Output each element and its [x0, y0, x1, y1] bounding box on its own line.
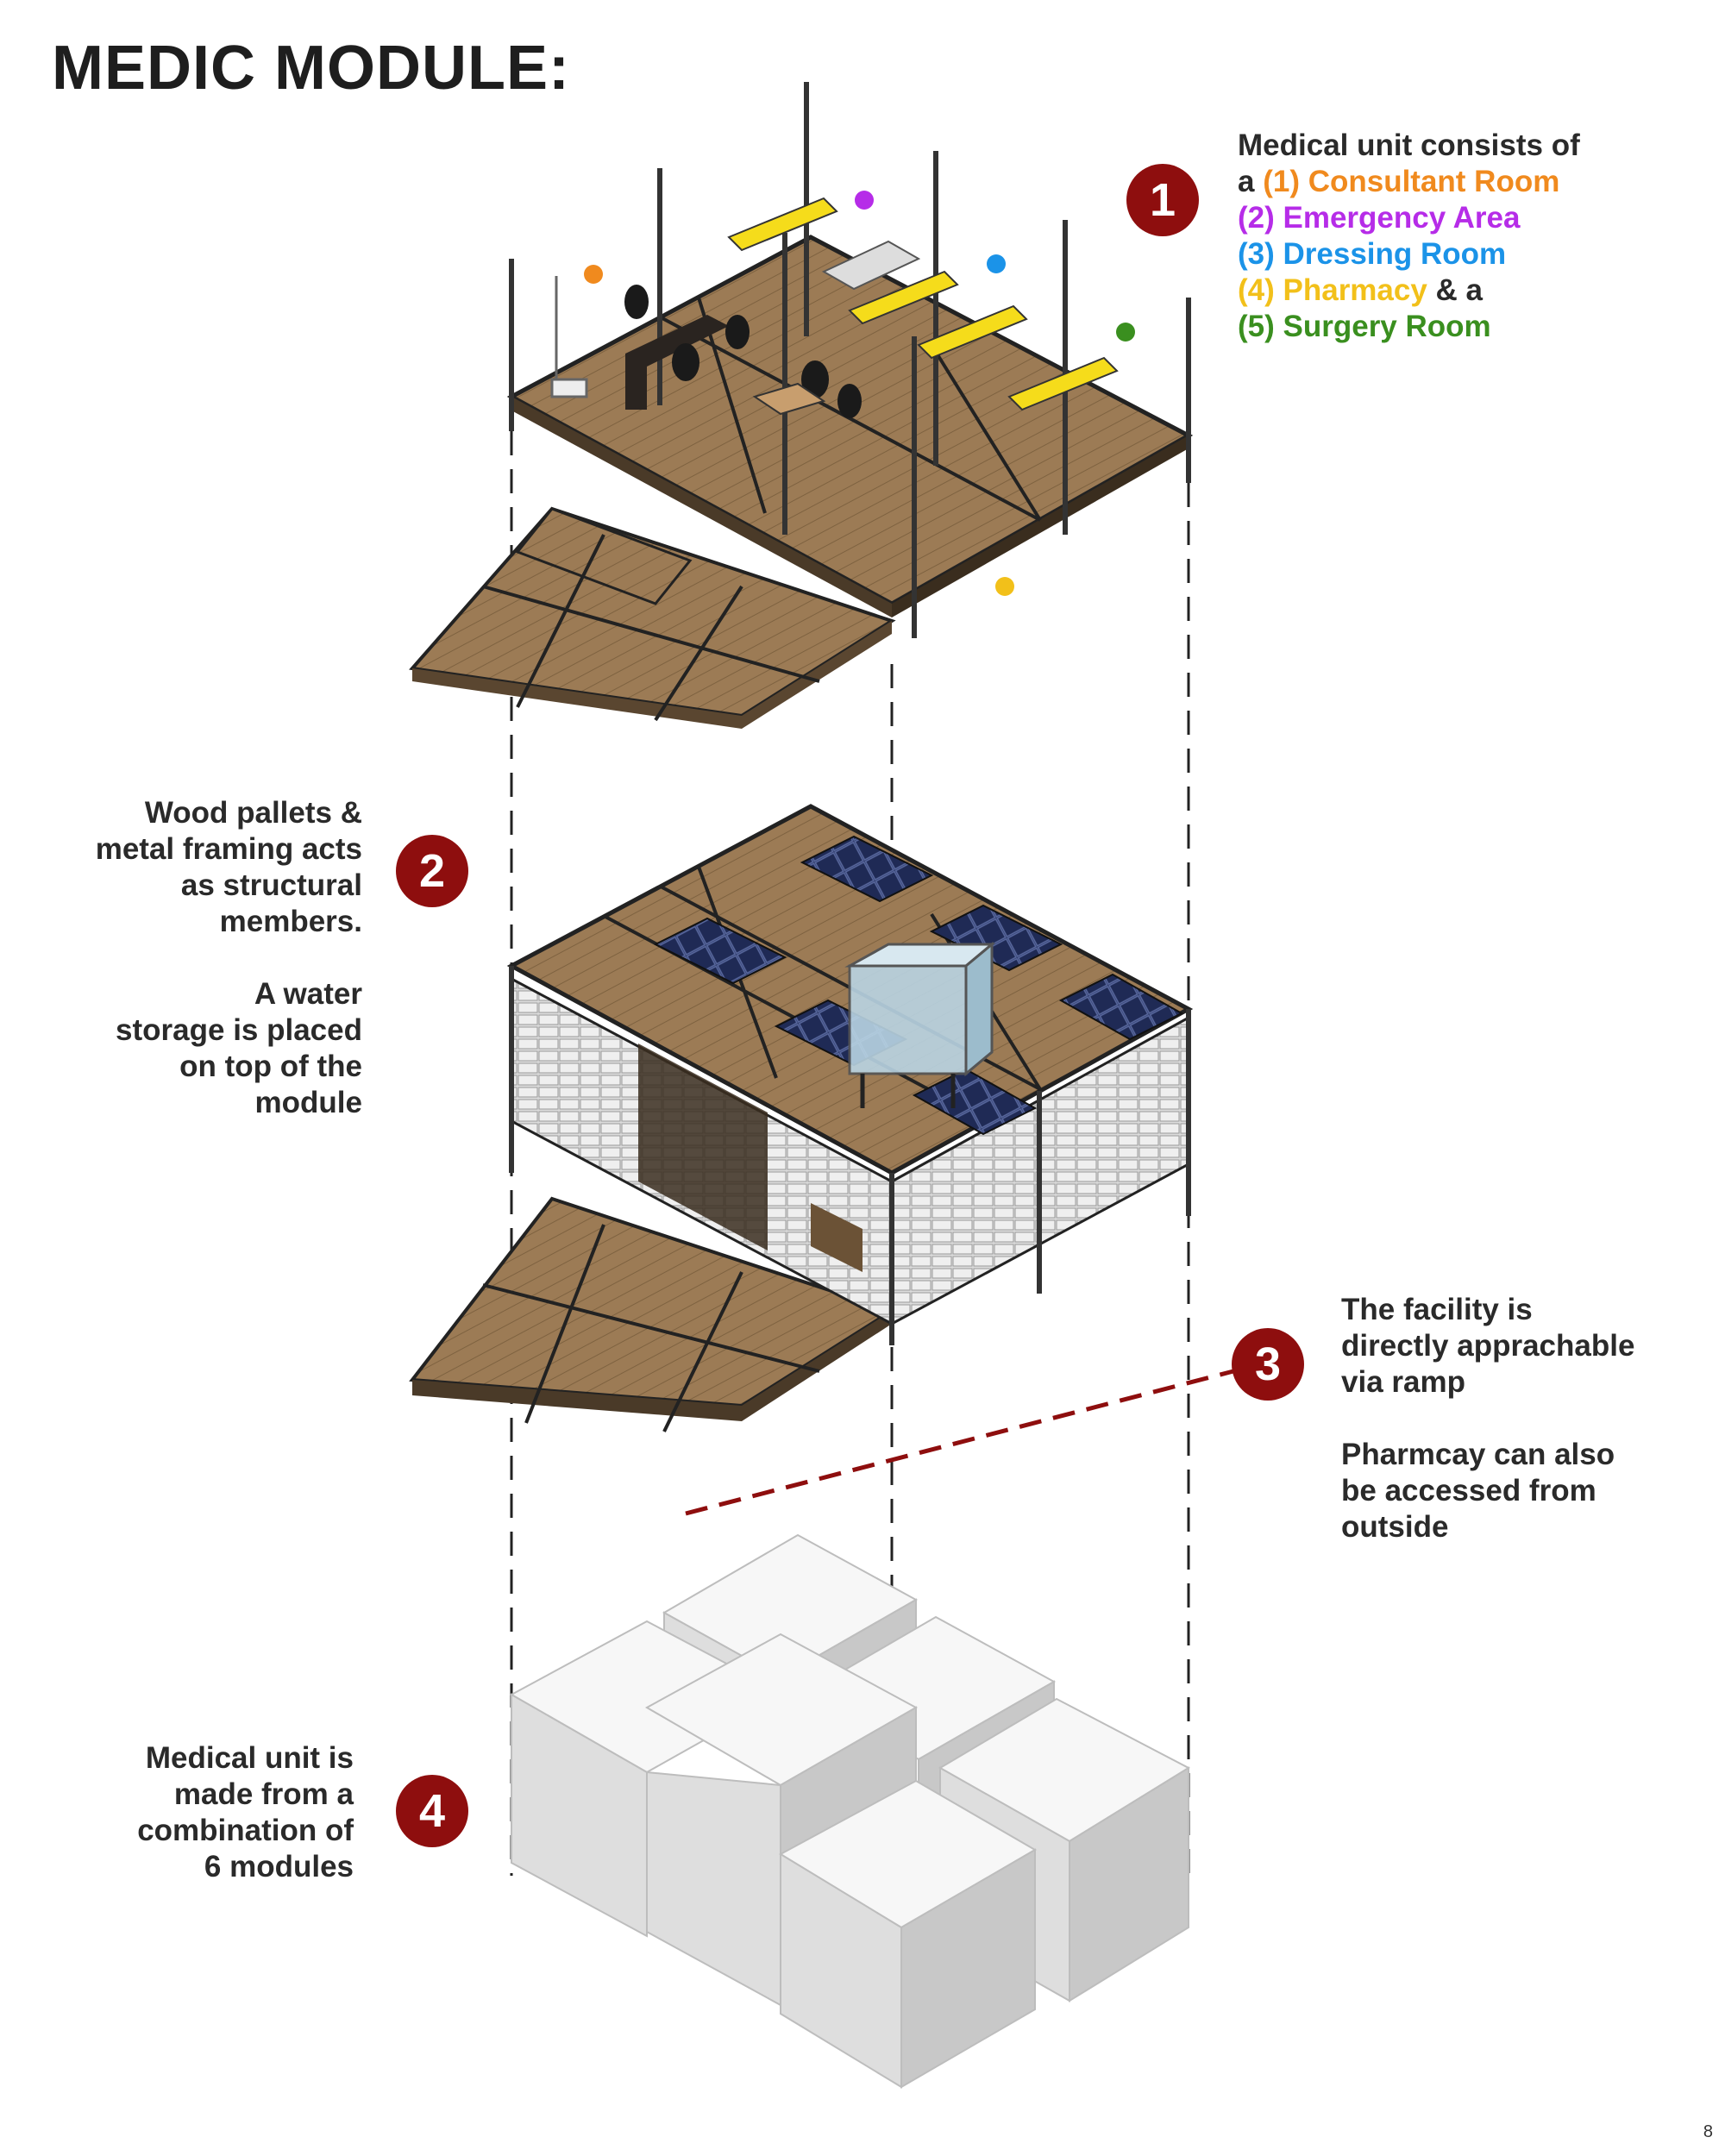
text-line: as structural: [180, 868, 362, 902]
note-access-p2: Pharmcay can also be accessed from outsi…: [1341, 1437, 1703, 1545]
note-access-p1: The facility is directly apprachable via…: [1341, 1292, 1703, 1401]
badge-4: 4: [396, 1775, 468, 1847]
text-line: Pharmcay can also: [1341, 1438, 1615, 1471]
badge-1: 1: [1126, 164, 1199, 236]
room-pharmacy: (4) Pharmacy: [1238, 273, 1427, 307]
note-access: The facility is directly apprachable via…: [1341, 1292, 1703, 1545]
note-rooms-line2: a (1) Consultant Room: [1238, 164, 1703, 200]
text-line: The facility is: [1341, 1293, 1533, 1326]
note-structure: Wood pallets & metal framing acts as str…: [52, 795, 362, 1121]
text-line: storage is placed: [116, 1013, 362, 1047]
orange-dot: [584, 265, 603, 284]
text-line: via ramp: [1341, 1365, 1465, 1399]
a-prefix: a: [1238, 165, 1264, 198]
badge-2: 2: [396, 835, 468, 907]
text-line: Wood pallets &: [144, 796, 362, 830]
text-line: be accessed from: [1341, 1474, 1596, 1507]
layer-1-deck: [409, 82, 1194, 729]
chairs: [624, 285, 862, 418]
stretchers: [727, 197, 1119, 411]
and-a: & a: [1427, 273, 1484, 307]
yellow-dot: [995, 577, 1014, 596]
note-rooms: Medical unit consists of a (1) Consultan…: [1238, 128, 1703, 345]
note-structure-p2: A water storage is placed on top of the …: [52, 976, 362, 1121]
equipment-cart: [821, 240, 921, 291]
room-dressing: (3) Dressing Room: [1238, 237, 1507, 271]
room-consultant: (1) Consultant Room: [1263, 165, 1560, 198]
purple-dot: [855, 191, 874, 210]
water-tank: [844, 941, 996, 1108]
layer-2-module: [409, 804, 1194, 1432]
note-rooms-line1: Medical unit consists of: [1238, 128, 1580, 162]
text-line: directly apprachable: [1341, 1329, 1635, 1363]
badge-3: 3: [1232, 1328, 1304, 1401]
blue-dot: [987, 254, 1006, 273]
page-number: 8: [1703, 2122, 1713, 2141]
page-title: MEDIC MODULE:: [52, 34, 570, 103]
text-line: metal framing acts: [95, 832, 362, 866]
leader-line-3: [685, 1369, 1234, 1516]
text-line: made from a: [173, 1777, 354, 1811]
layer-3-blocks: [509, 1533, 1191, 2089]
desk: [625, 315, 729, 410]
scale: [550, 276, 588, 398]
text-line: combination of: [137, 1814, 354, 1847]
text-line: 6 modules: [204, 1850, 354, 1883]
text-line: Medical unit is: [145, 1741, 354, 1775]
text-line: on top of the: [179, 1050, 362, 1083]
green-dot: [1116, 323, 1135, 342]
text-line: members.: [219, 905, 362, 938]
room-surgery: (5) Surgery Room: [1238, 310, 1491, 343]
note-rooms-line5: (4) Pharmacy & a: [1238, 273, 1703, 309]
text-line: A water: [254, 977, 362, 1011]
text-line: module: [254, 1086, 362, 1119]
note-modules: Medical unit is made from a combination …: [52, 1740, 354, 1885]
consult-table: [752, 382, 826, 416]
text-line: outside: [1341, 1510, 1449, 1544]
room-emergency: (2) Emergency Area: [1238, 201, 1521, 235]
note-structure-p1: Wood pallets & metal framing acts as str…: [52, 795, 362, 940]
